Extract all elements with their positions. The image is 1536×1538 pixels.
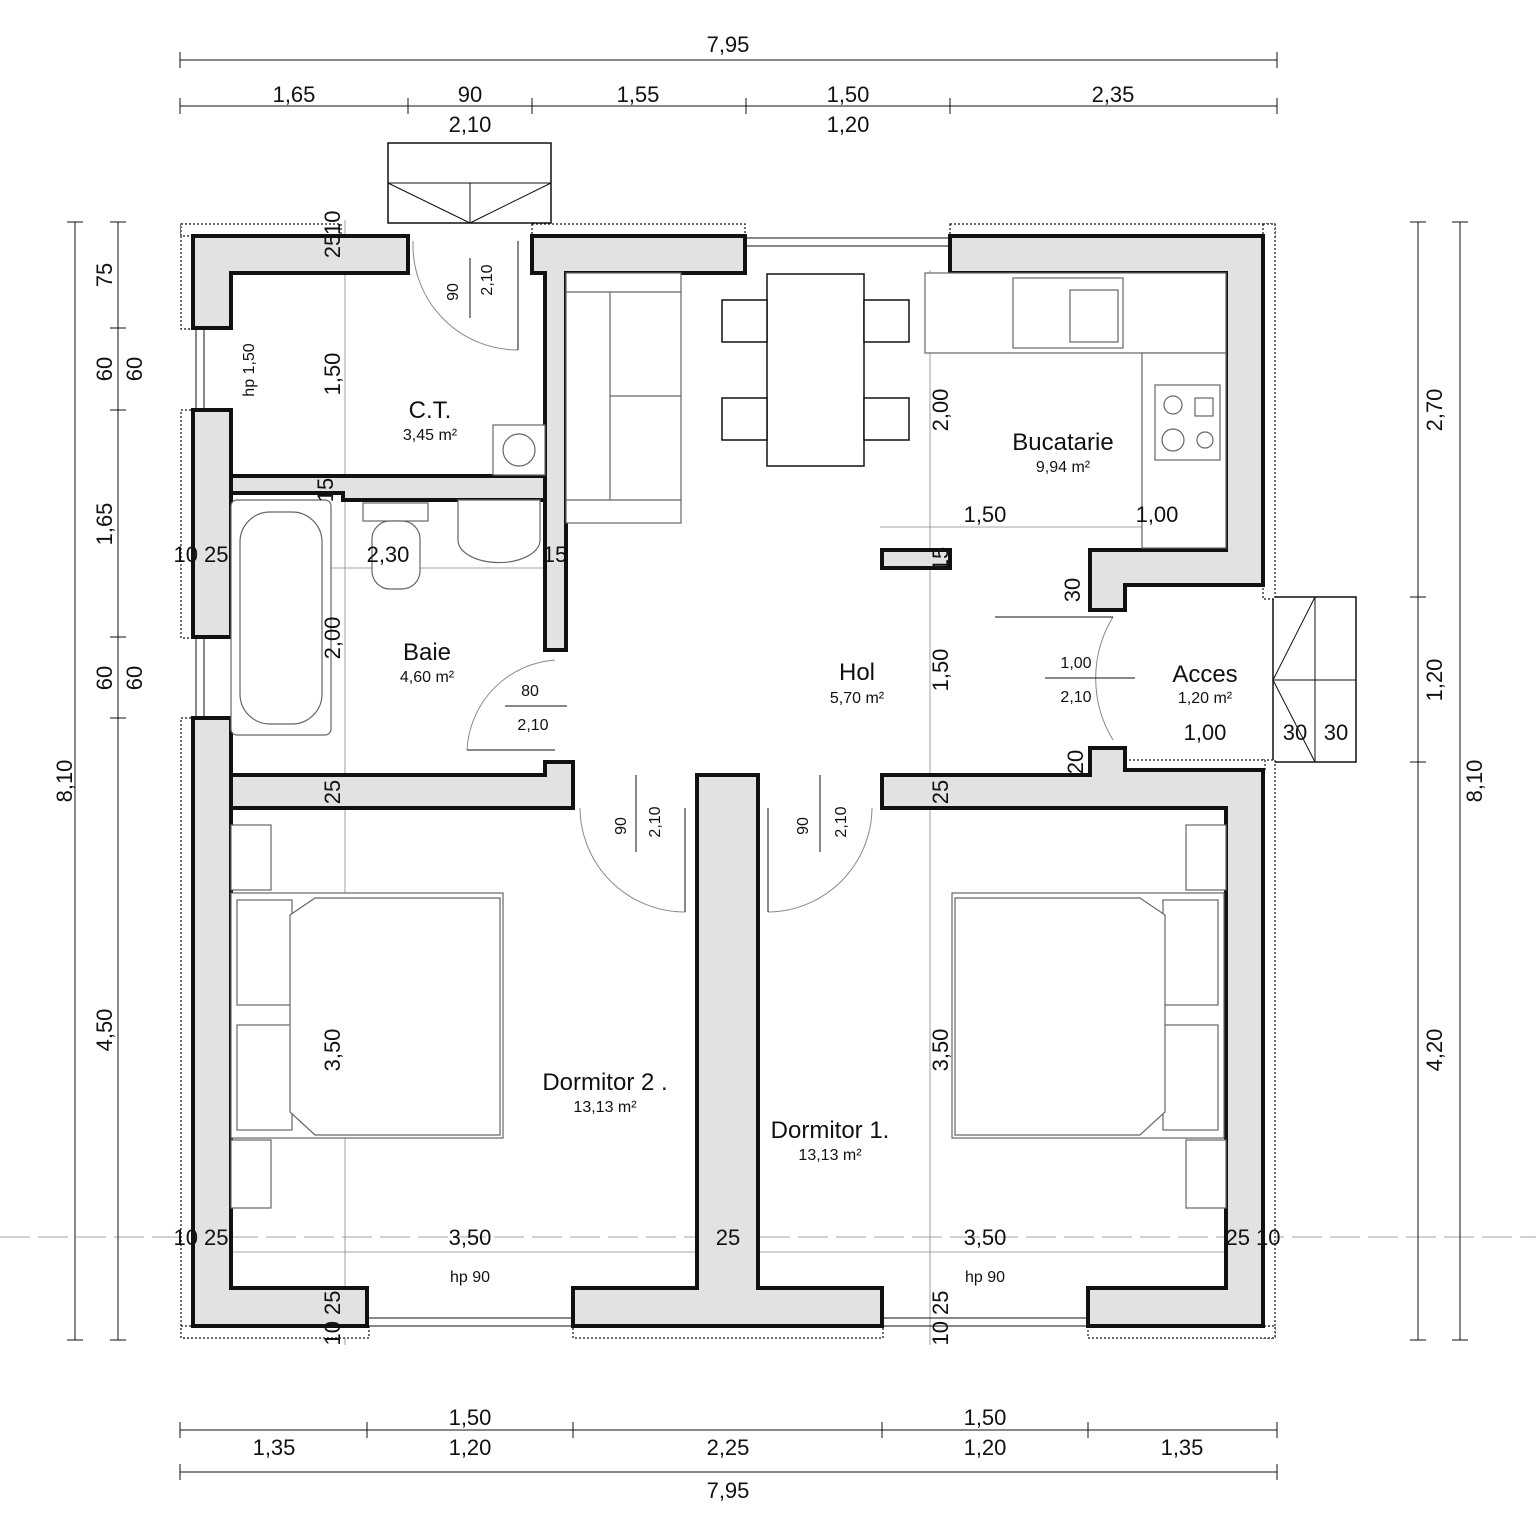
kitchen-width-1: 1,50 xyxy=(964,502,1007,527)
d2-window-hp: hp 90 xyxy=(450,1269,490,1286)
room-labels: C.T. 3,45 m² Baie 4,60 m² Hol 5,70 m² Bu… xyxy=(400,397,1238,1164)
left-wall-thickness: 10 25 xyxy=(173,1225,228,1250)
interior-dimensions: 25 10 1,50 hp 1,50 90 2,10 15 2,30 2,00 … xyxy=(173,211,1348,1346)
wall-20: 20 xyxy=(1063,750,1088,774)
room-bucatarie-area: 9,94 m² xyxy=(1036,459,1091,476)
wall-30: 30 xyxy=(1060,578,1085,602)
room-ct-name: C.T. xyxy=(409,397,452,424)
acces-width: 1,00 xyxy=(1184,720,1227,745)
wall-25-left: 25 xyxy=(320,780,345,804)
d1-door-width: 90 xyxy=(795,817,812,835)
d2-width: 3,50 xyxy=(449,1225,492,1250)
d1-door-height: 2,10 xyxy=(833,806,850,837)
ct-door-height: 2,10 xyxy=(479,264,496,295)
top-dim-4: 1,50 xyxy=(827,82,870,107)
top-sub-1: 2,10 xyxy=(449,112,492,137)
room-acces-area: 1,20 m² xyxy=(1178,690,1233,707)
bottom-wall-right: 10 25 xyxy=(928,1290,953,1345)
bottom-dim-3: 2,25 xyxy=(707,1435,750,1460)
right-dim-420: 4,20 xyxy=(1422,1029,1447,1072)
doors xyxy=(412,240,1114,913)
kitchen-height: 2,00 xyxy=(928,389,953,432)
right-wall-thickness: 25 10 xyxy=(1225,1225,1280,1250)
wall-15-kitchen: 15 xyxy=(928,547,953,571)
left-dim-75: 75 xyxy=(92,263,117,287)
bottom-dim-1: 1,35 xyxy=(253,1435,296,1460)
acces-door-height: 2,10 xyxy=(1060,689,1091,706)
room-dormitor2-name: Dormitor 2 . xyxy=(542,1069,667,1096)
room-baie-name: Baie xyxy=(403,639,451,666)
left-outer-dim: 8,10 xyxy=(52,760,77,803)
ct-wall-10: 10 xyxy=(320,211,345,235)
bottom-upper-1: 1,50 xyxy=(449,1405,492,1430)
left-dim-60b: 60 xyxy=(122,357,147,381)
right-dim-120: 1,20 xyxy=(1422,659,1447,702)
walls xyxy=(191,234,1265,1328)
room-baie-area: 4,60 m² xyxy=(400,669,455,686)
ct-window-hp: hp 1,50 xyxy=(241,343,258,396)
bottom-dim-5: 1,35 xyxy=(1161,1435,1204,1460)
acces-30a: 30 xyxy=(1283,720,1307,745)
room-dormitor1-name: Dormitor 1. xyxy=(771,1117,890,1144)
insulation xyxy=(180,223,1276,1339)
top-sub-2: 1,20 xyxy=(827,112,870,137)
wall-25-right: 25 xyxy=(928,780,953,804)
d2-door-width: 90 xyxy=(613,817,630,835)
baie-width: 2,30 xyxy=(367,542,410,567)
baie-door-height: 2,10 xyxy=(517,717,548,734)
windows xyxy=(195,237,1088,1327)
left-dim-450: 4,50 xyxy=(92,1009,117,1052)
ct-wall-25: 25 xyxy=(320,234,345,258)
room-dormitor1-area: 13,13 m² xyxy=(798,1147,862,1164)
d2-door-height: 2,10 xyxy=(647,806,664,837)
acces-steps xyxy=(1272,596,1357,763)
acces-30b: 30 xyxy=(1324,720,1348,745)
left-dim-60c: 60 xyxy=(92,666,117,690)
hol-height: 1,50 xyxy=(928,649,953,692)
right-dim-270: 2,70 xyxy=(1422,389,1447,432)
wall-15-ct: 15 xyxy=(313,478,338,502)
furniture xyxy=(230,272,1227,1209)
room-ct-area: 3,45 m² xyxy=(403,427,458,444)
right-outer-dim: 8,10 xyxy=(1462,760,1487,803)
right-dimensions: 2,70 1,20 4,20 8,10 xyxy=(1410,221,1487,1341)
d1-window-hp: hp 90 xyxy=(965,1269,1005,1286)
bottom-dimensions: 1,50 1,50 1,35 1,20 2,25 1,20 1,35 7,95 xyxy=(179,1405,1278,1503)
baie-height: 2,00 xyxy=(320,617,345,660)
left-dim-60d: 60 xyxy=(122,666,147,690)
top-dim-1: 1,65 xyxy=(273,82,316,107)
middle-wall: 25 xyxy=(716,1225,740,1250)
bottom-wall-left: 10 25 xyxy=(320,1290,345,1345)
left-dim-165: 1,65 xyxy=(92,503,117,546)
room-hol-name: Hol xyxy=(839,659,875,686)
left-dimensions: 8,10 75 60 60 1,65 60 60 4,50 xyxy=(52,221,147,1341)
left-dim-60a: 60 xyxy=(92,357,117,381)
d1-height: 3,50 xyxy=(928,1029,953,1072)
room-acces-name: Acces xyxy=(1172,661,1237,688)
top-dim-5: 2,35 xyxy=(1092,82,1135,107)
baie-door-width: 80 xyxy=(521,683,539,700)
d2-height: 3,50 xyxy=(320,1029,345,1072)
top-total-dim: 7,95 xyxy=(707,32,750,57)
bottom-upper-2: 1,50 xyxy=(964,1405,1007,1430)
ct-height: 1,50 xyxy=(320,353,345,396)
baie-left-wall: 10 25 xyxy=(173,542,228,567)
ct-door-width: 90 xyxy=(445,283,462,301)
bottom-dim-2: 1,20 xyxy=(449,1435,492,1460)
top-dim-3: 1,55 xyxy=(617,82,660,107)
kitchen-width-2: 1,00 xyxy=(1136,502,1179,527)
d1-width: 3,50 xyxy=(964,1225,1007,1250)
acces-door-width: 1,00 xyxy=(1060,655,1091,672)
room-bucatarie-name: Bucatarie xyxy=(1012,429,1113,456)
top-dimensions: 7,95 1,65 90 1,55 1,50 2,35 2,10 1,20 xyxy=(179,32,1278,137)
room-hol-area: 5,70 m² xyxy=(830,690,885,707)
top-steps xyxy=(387,142,552,224)
bottom-total-dim: 7,95 xyxy=(707,1478,750,1503)
wall-15-baie: 15 xyxy=(543,542,567,567)
bottom-dim-4: 1,20 xyxy=(964,1435,1007,1460)
top-dim-2: 90 xyxy=(458,82,482,107)
room-dormitor2-area: 13,13 m² xyxy=(573,1099,637,1116)
